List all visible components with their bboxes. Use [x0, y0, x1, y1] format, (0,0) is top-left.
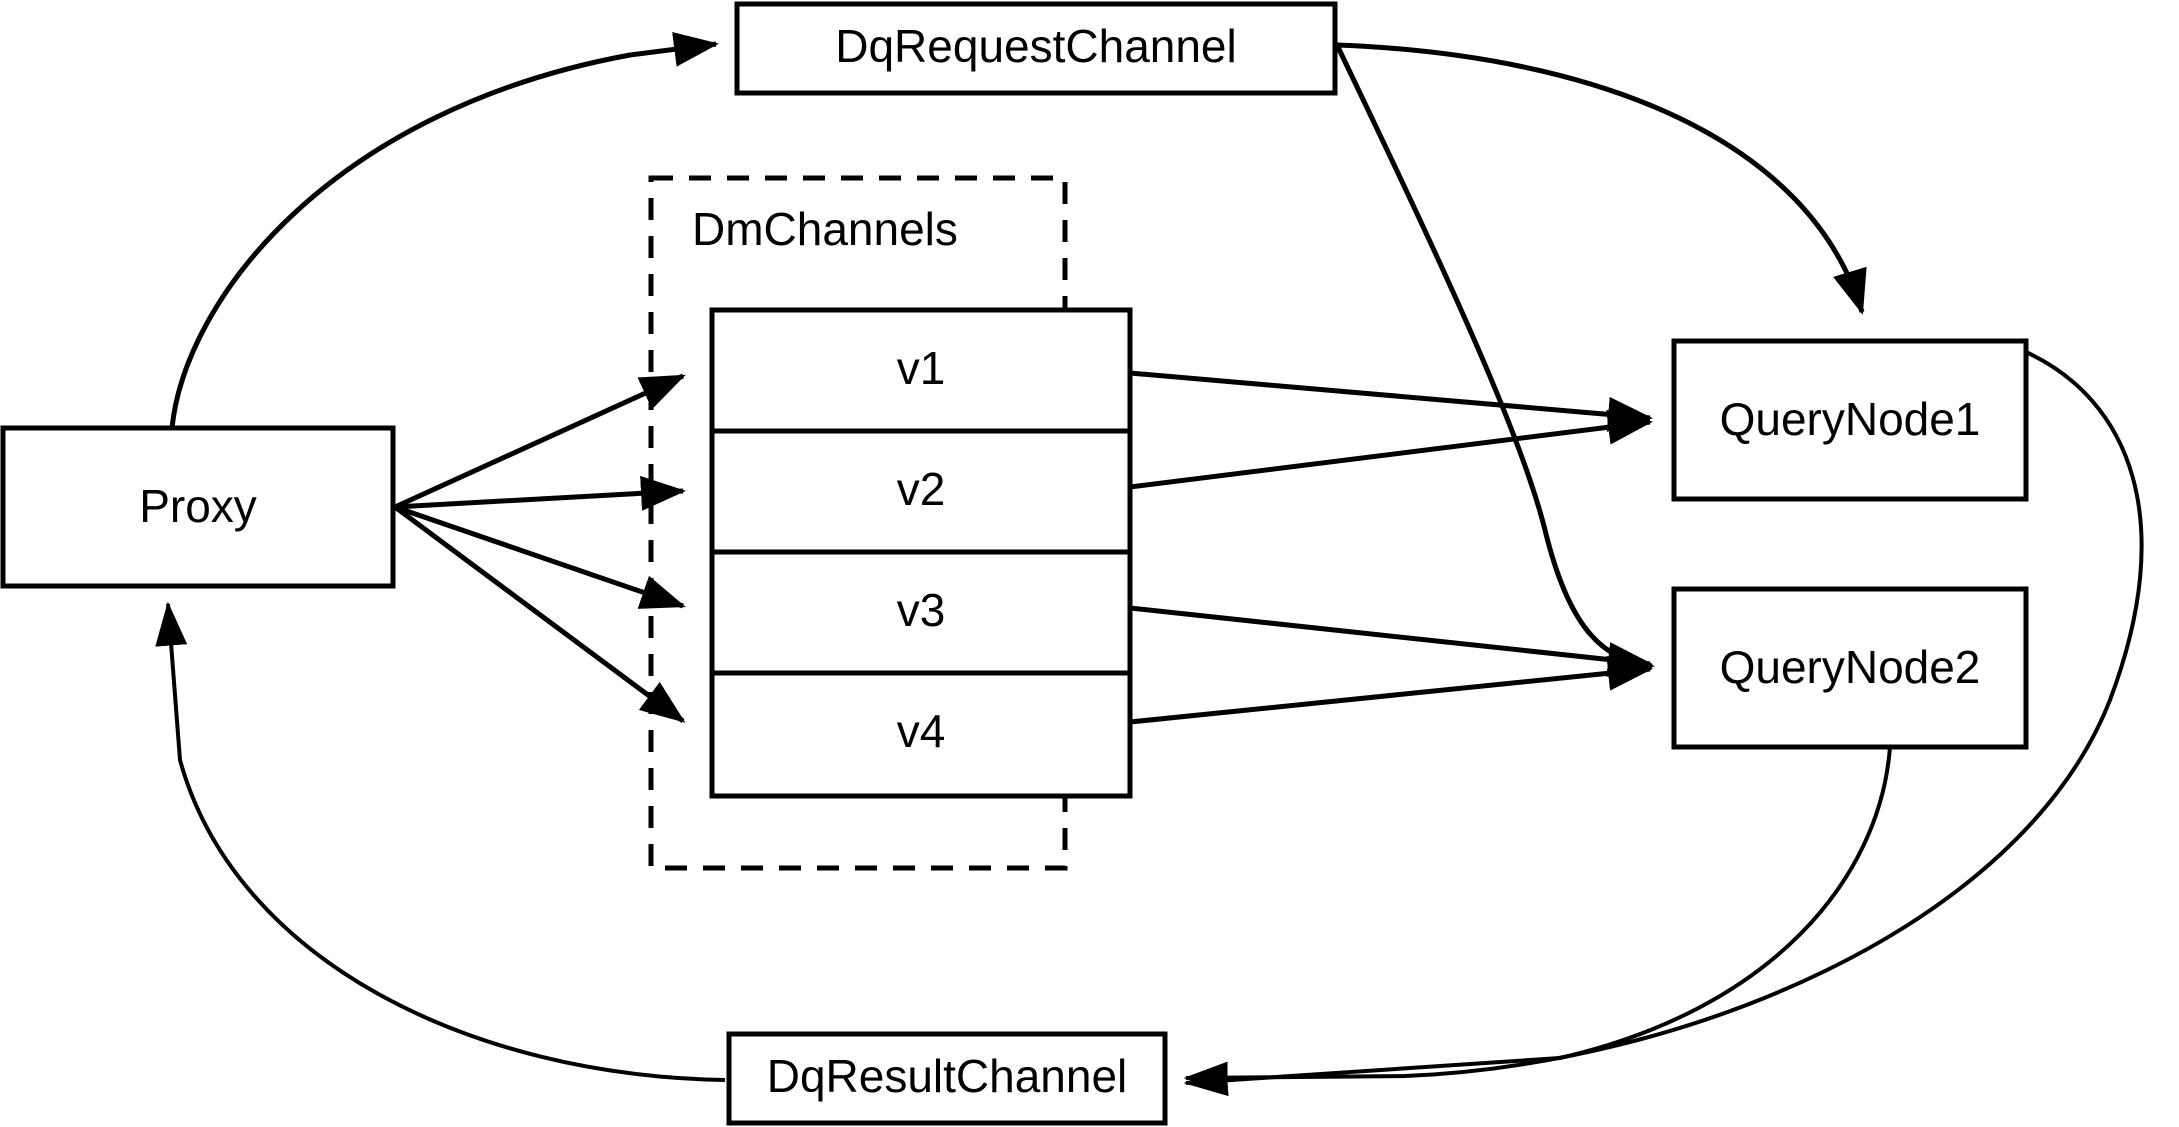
- edge-v4-to-querynode2: [1129, 655, 1653, 725]
- dmchannels-group-label: DmChannels: [692, 203, 958, 255]
- node-querynode2[interactable]: [1671, 586, 2029, 750]
- edge-v2-to-querynode1: [1129, 409, 1653, 490]
- edge-v1-to-querynode1: [1129, 370, 1653, 432]
- node-dqresultchannel[interactable]: [726, 1031, 1168, 1126]
- edge-proxy-to-v1: [393, 373, 686, 510]
- node-proxy[interactable]: [0, 425, 396, 589]
- edge-proxy-to-dqrequestchannel: [169, 31, 719, 429]
- node-querynode2-label: QueryNode2: [1720, 641, 1981, 693]
- edge-querynode1-to-dqresultchannel: [1183, 350, 2144, 1094]
- edge-proxy-to-v4: [393, 504, 686, 724]
- node-querynode1-label: QueryNode1: [1720, 393, 1981, 445]
- edge-dqrequestchannel-to-querynode1: [1336, 42, 1867, 315]
- node-proxy-label: Proxy: [139, 480, 257, 532]
- vchannel-row-v1-label: v1: [897, 342, 946, 394]
- node-dqrequestchannel[interactable]: [734, 1, 1338, 96]
- node-dqresultchannel-label: DqResultChannel: [767, 1050, 1128, 1102]
- edge-v3-to-querynode2: [1129, 605, 1653, 677]
- node-querynode1[interactable]: [1671, 338, 2029, 502]
- vchannel-row-v3-label: v3: [897, 584, 946, 636]
- vchannel-row-v4-label: v4: [897, 705, 946, 757]
- edge-dqrequestchannel-to-querynode2: [1334, 43, 1655, 679]
- node-dqrequestchannel-label: DqRequestChannel: [835, 20, 1237, 72]
- edge-proxy-to-v3: [394, 504, 686, 609]
- vchannel-row-v2-label: v2: [897, 463, 946, 515]
- edge-dqresultchannel-to-proxy: [155, 601, 726, 1082]
- edge-proxy-to-v2: [394, 475, 686, 511]
- dmchannels-group-box: [648, 175, 1068, 871]
- edge-querynode2-to-dqresultchannel: [1183, 746, 1892, 1097]
